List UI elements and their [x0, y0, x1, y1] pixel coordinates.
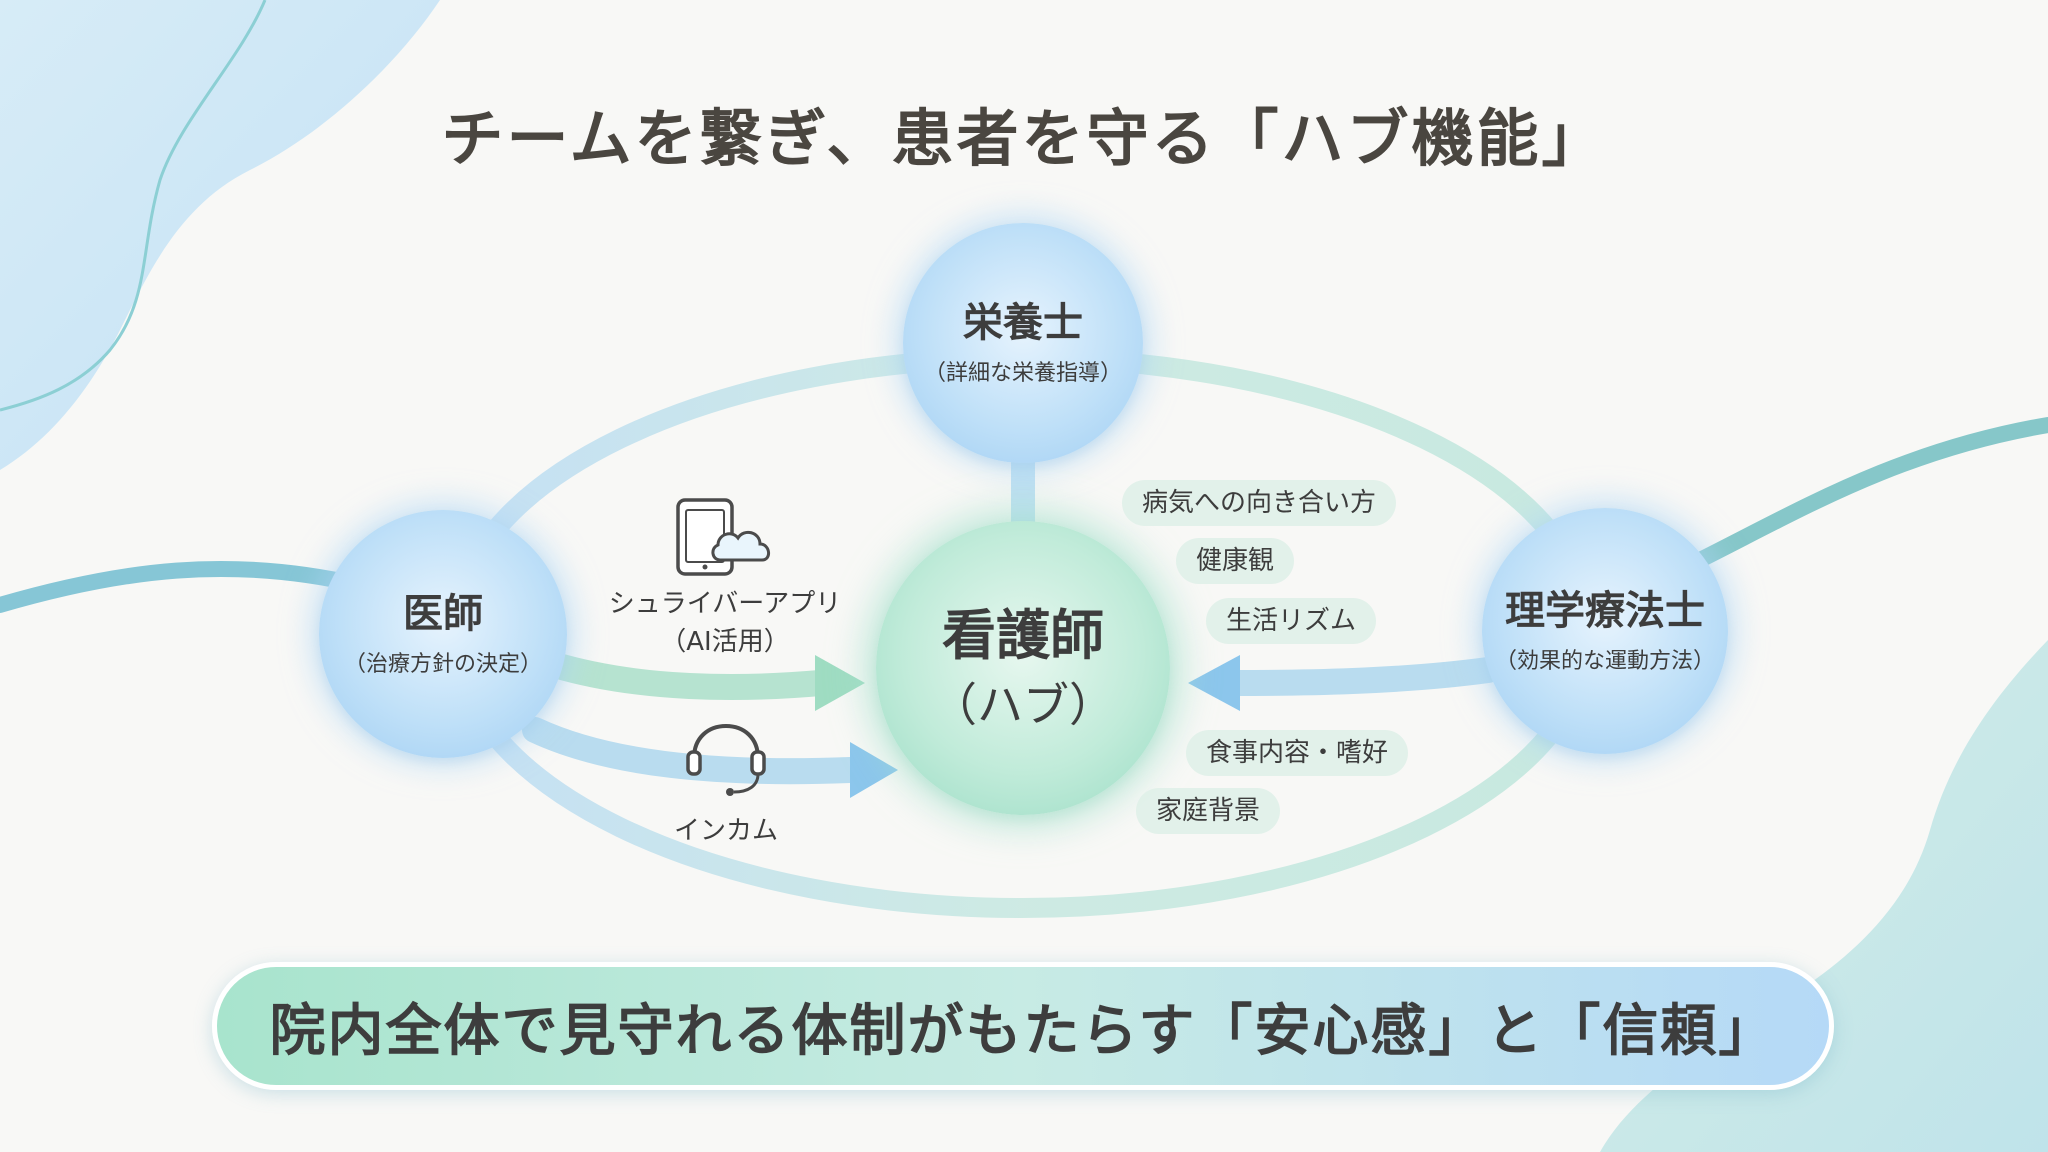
- arrowhead-therapist: [1188, 655, 1240, 711]
- arrow-doctor-to-nurse-intercom: [522, 717, 863, 785]
- tool-label-scriber-app-note: （AI活用）: [660, 627, 790, 657]
- node-doctor: 医師 （治療方針の決定）: [319, 510, 567, 758]
- node-doctor-role: （治療方針の決定）: [343, 651, 542, 677]
- node-nutritionist-name: 栄養士: [963, 299, 1083, 346]
- decor-wave-left: [0, 560, 368, 613]
- tool-label-scriber-app-name: シュライバーアプリ: [608, 589, 842, 619]
- decor-line-top-left: [0, 0, 267, 412]
- arrowhead-intercom: [850, 742, 898, 798]
- node-physical-therapist: 理学療法士 （効果的な運動方法）: [1482, 508, 1728, 754]
- decor-blob-top-left: [0, 0, 440, 470]
- info-tag: 病気への向き合い方: [1122, 480, 1397, 526]
- decor-blob-bottom-right: [1600, 640, 2048, 1152]
- info-tag: 健康観: [1176, 538, 1295, 584]
- conclusion-banner-text: 院内全体で見守れる体制がもたらす「安心感」と「信頼」: [269, 998, 1777, 1064]
- decor-wave-right: [1692, 417, 2048, 568]
- tool-label-intercom: インカム: [673, 816, 778, 846]
- node-nurse-name: 看護師: [942, 603, 1104, 667]
- info-tag: 生活リズム: [1206, 598, 1377, 644]
- conclusion-banner: 院内全体で見守れる体制がもたらす「安心感」と「信頼」: [212, 962, 1834, 1090]
- headset-icon: [686, 723, 766, 796]
- tablet-cloud-icon: [676, 498, 770, 576]
- node-therapist-role: （効果的な運動方法）: [1494, 648, 1715, 674]
- arrow-therapist-to-nurse: [1222, 657, 1501, 696]
- node-nurse-hub: 看護師 （ハブ）: [876, 521, 1170, 815]
- tool-label-scriber-app: シュライバーアプリ （AI活用）: [600, 585, 850, 661]
- info-tag: 家庭背景: [1136, 788, 1281, 834]
- page-title: チームを繋ぎ、患者を守る「ハブ機能」: [441, 102, 1607, 175]
- node-therapist-name: 理学療法士: [1505, 587, 1705, 634]
- node-nurse-role: （ハブ）: [931, 678, 1115, 732]
- node-nutritionist-role: （詳細な栄養指導）: [923, 360, 1122, 386]
- link-nutritionist-nurse: [1011, 455, 1035, 525]
- info-tag: 食事内容・嗜好: [1186, 730, 1409, 776]
- arrow-doctor-to-nurse-app: [542, 652, 833, 701]
- arrowhead-app: [815, 655, 865, 711]
- node-nutritionist: 栄養士 （詳細な栄養指導）: [903, 223, 1143, 463]
- node-doctor-name: 医師: [403, 590, 483, 637]
